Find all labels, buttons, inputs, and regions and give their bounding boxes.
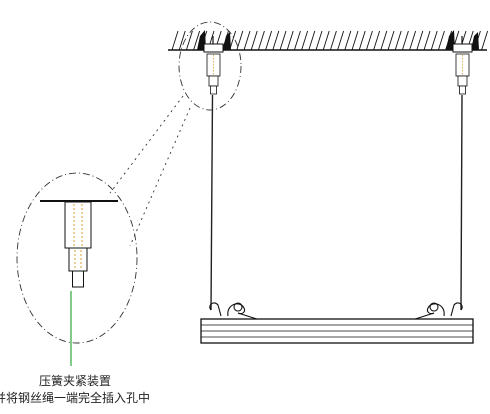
hook-right bbox=[411, 302, 463, 321]
detail-marker-ellipse bbox=[178, 21, 242, 111]
steel-wire-right bbox=[460, 94, 463, 311]
steel-wire-left bbox=[210, 94, 214, 311]
wire-gripper-left bbox=[206, 53, 221, 95]
light-fixture bbox=[200, 318, 474, 344]
leader-line-lower bbox=[129, 107, 191, 247]
wire-gripper-right bbox=[455, 53, 470, 95]
annotation-line1: 压簧夹紧装置 bbox=[38, 374, 111, 388]
ceiling-anchor-left bbox=[197, 30, 231, 53]
ceiling-anchor-right bbox=[446, 30, 479, 53]
detail-view-ellipse bbox=[16, 172, 138, 344]
gripper-detail bbox=[40, 200, 118, 288]
annotation-line2: 并将钢丝绳一端完全插入孔中 bbox=[0, 391, 151, 405]
leader-line-upper bbox=[109, 95, 184, 194]
hook-left bbox=[209, 302, 261, 321]
